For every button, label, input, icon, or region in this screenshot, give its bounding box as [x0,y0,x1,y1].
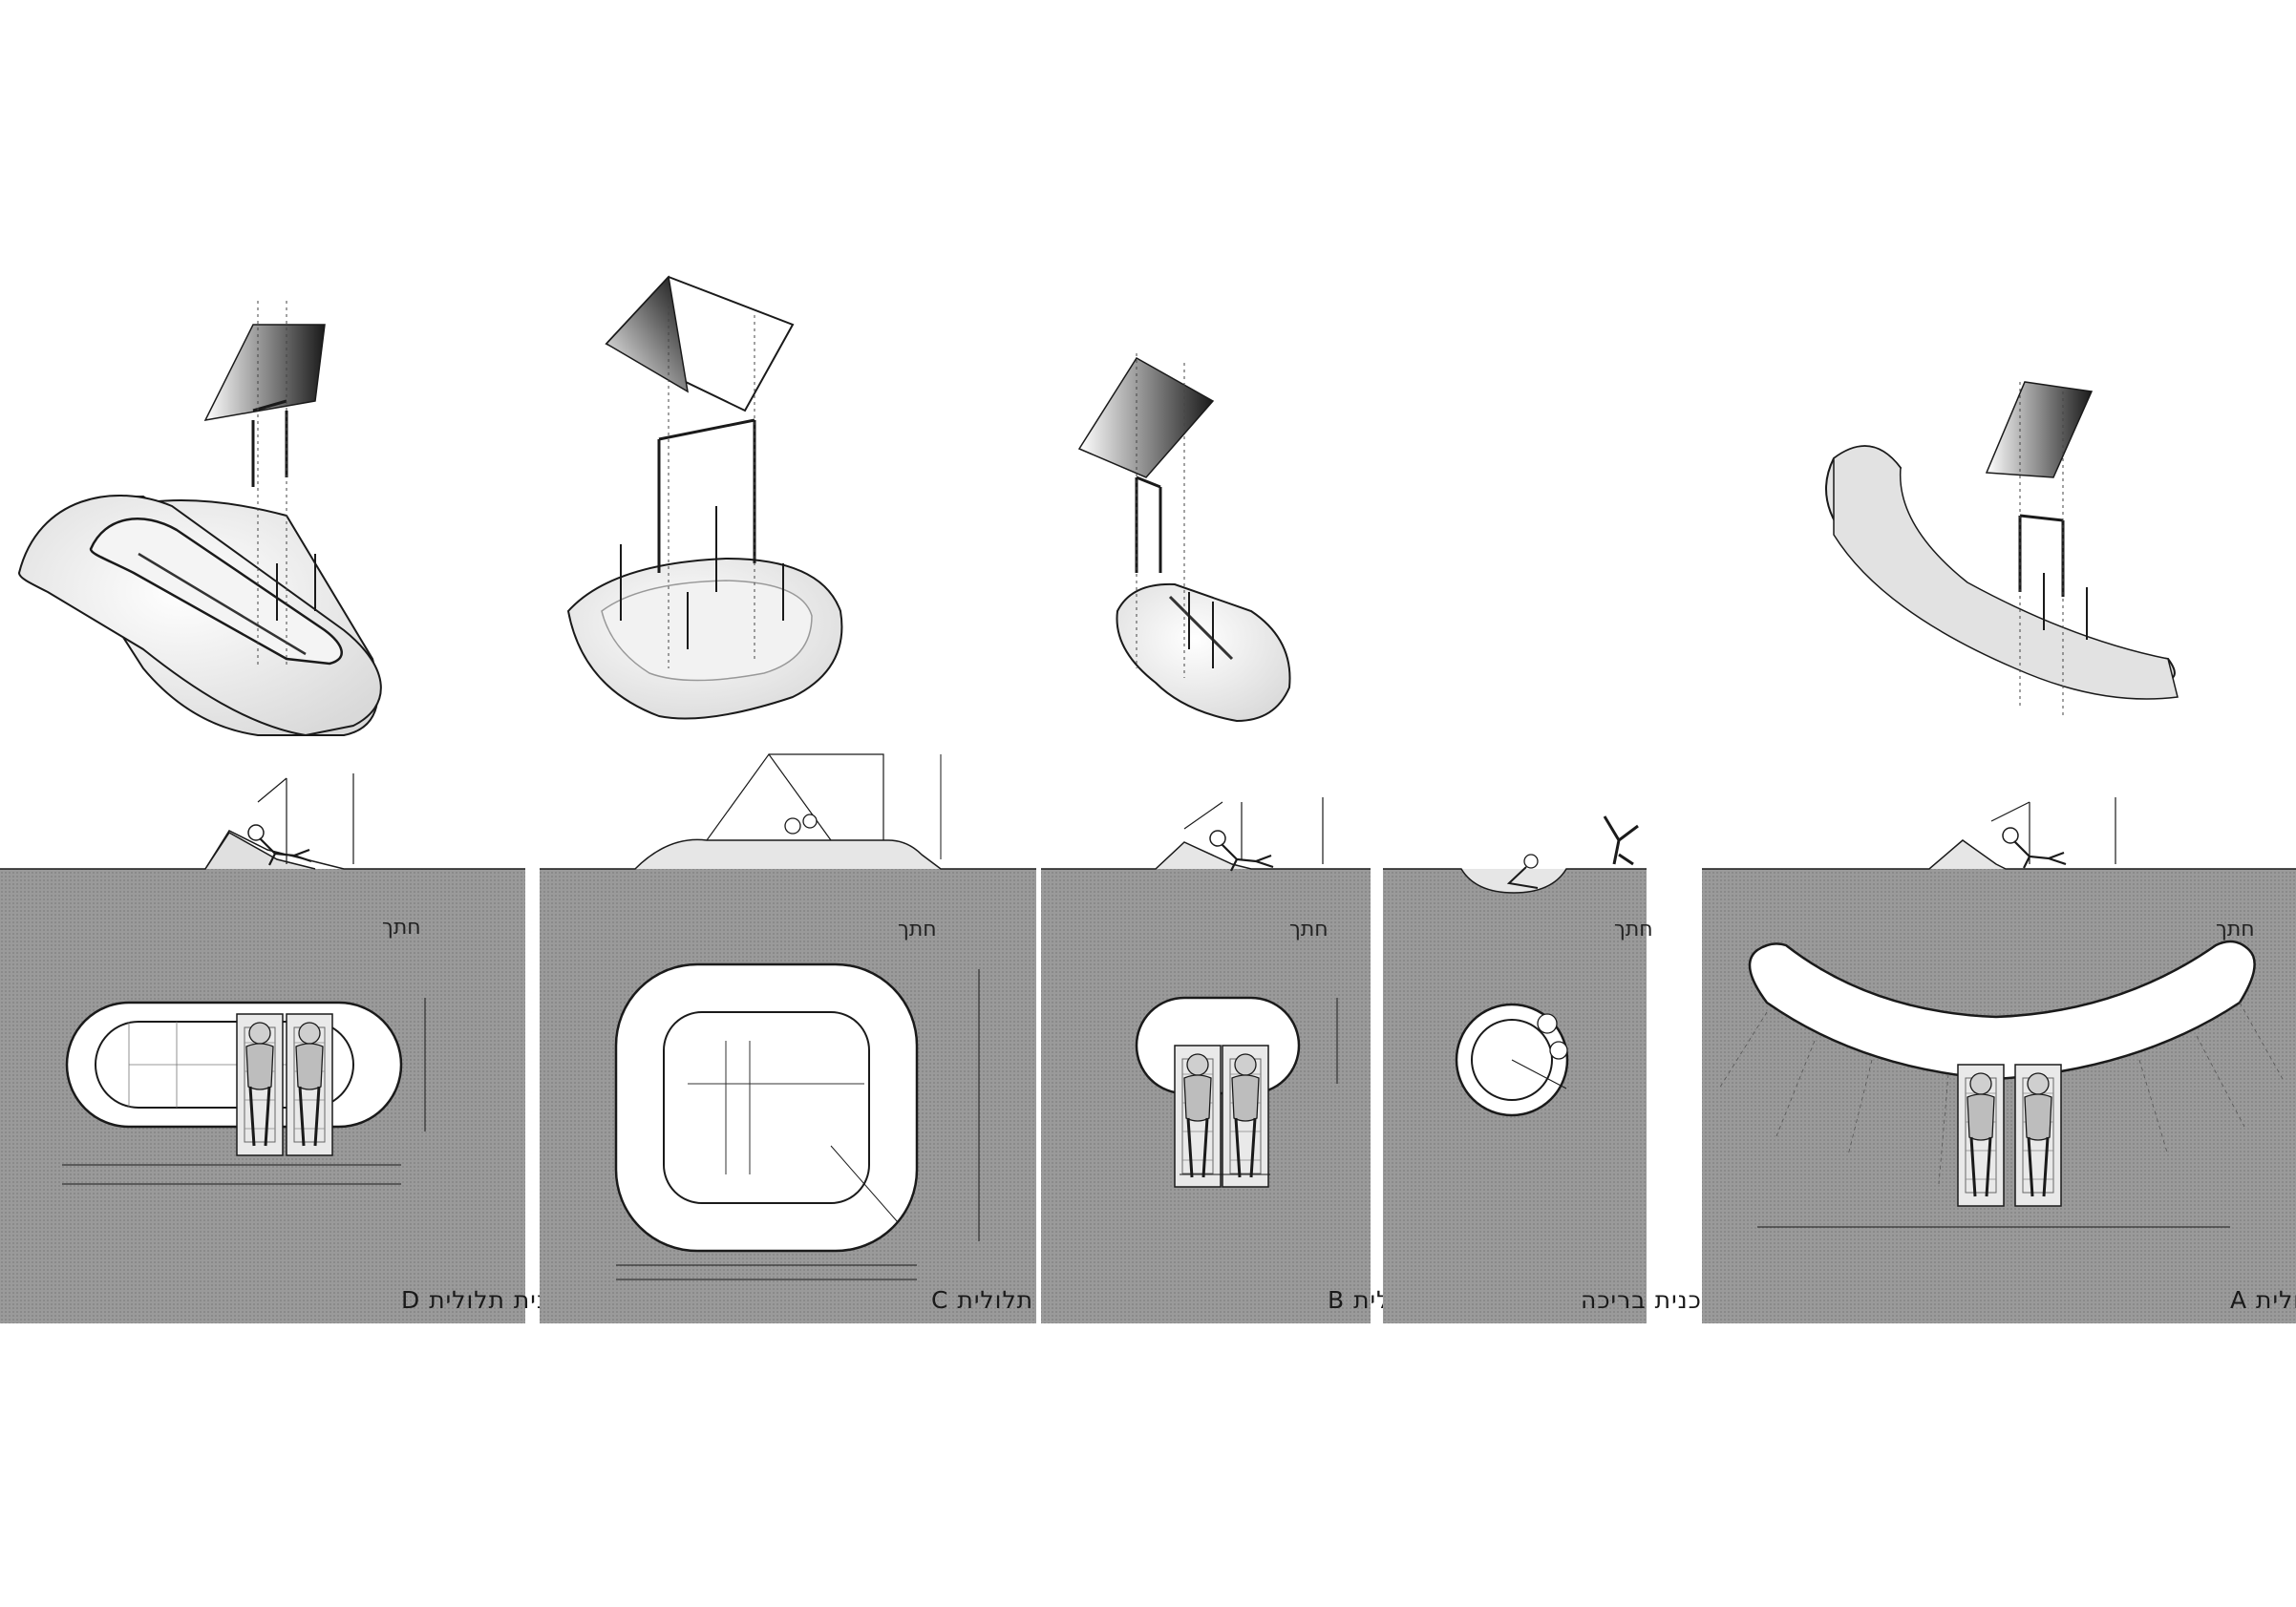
section-label: חתך [2216,918,2255,941]
sun-lounger-icon [2013,1063,2063,1208]
section-profile [1702,839,2296,870]
section-label: חתך [382,916,421,940]
canopy-frame-icon [2018,514,2065,597]
sun-lounger-icon [1173,1044,1222,1189]
panel-a: חתך תכנית תלולית A [1702,797,2296,1323]
axonometric-b [1077,353,1291,723]
panel-d: חתך תכנית תלולית D [0,773,578,1323]
panel-b: חתך תכנית תלולית B [1041,797,1501,1323]
canopy-frame-icon [1135,476,1162,573]
axonometric-d [17,301,382,737]
axonometric-c [566,275,843,720]
panel-c: חתך תכנית תלולית C [540,752,1106,1323]
sunbather-figure-icon [784,817,801,835]
section-label: חתך [898,918,937,941]
folded-canopy-icon [1985,381,2094,478]
section-label: חתך [1614,918,1653,941]
section-profile [1041,841,1371,870]
sun-lounger-icon [285,1012,334,1157]
section-profile [1383,868,1647,894]
mound-outline [1748,940,2256,1081]
sunbather-figure-icon [1523,854,1539,869]
mound-rim [663,1011,870,1204]
folded-canopy-icon [203,324,326,421]
axonometric-a [1825,381,2179,716]
sun-lounger-icon [235,1012,285,1157]
section-profile [540,838,1036,870]
canopy-frame-icon [657,418,756,573]
sun-lounger-icon [1221,1044,1270,1189]
section-label: חתך [1289,918,1329,941]
sun-lounger-icon [1956,1063,2006,1208]
folded-canopy-icon [1077,356,1215,478]
panel-title: תכנית בריכה [1581,1286,1718,1314]
panel-title: תכנית תלולית A [2230,1286,2296,1314]
panel-pool: חתך תכנית בריכה [1383,815,1718,1323]
